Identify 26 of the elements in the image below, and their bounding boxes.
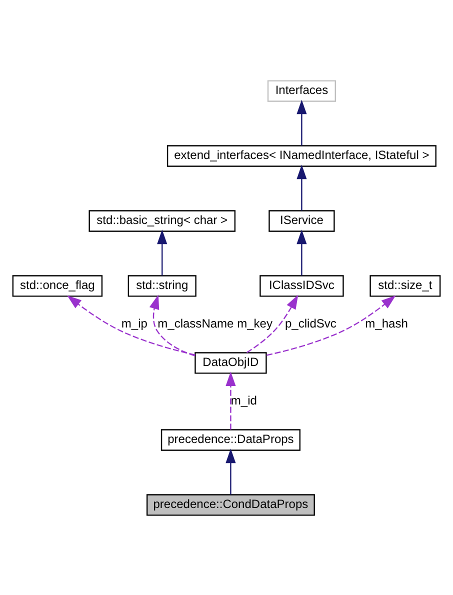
arrow — [67, 294, 196, 356]
node-box: IClassIDSvc — [260, 274, 344, 296]
node-box: precedence::CondDataProps — [146, 494, 315, 516]
arrow — [226, 448, 236, 494]
node-box: std::basic_string< char > — [88, 210, 236, 232]
edge-label: m_className m_key — [158, 316, 272, 330]
arrow — [266, 294, 396, 356]
node-box: std::size_t — [370, 274, 441, 296]
edge-label: m_id — [230, 392, 257, 407]
node-box: IService — [268, 210, 335, 232]
arrow — [157, 229, 168, 276]
arrow — [246, 294, 298, 353]
node-box: extend_interfaces< INamedInterface, IStateful > — [166, 144, 436, 166]
arrow — [296, 99, 307, 146]
node-box: std::string — [128, 274, 196, 296]
arrow — [226, 371, 236, 430]
arrow — [296, 164, 307, 210]
node-box: precedence::DataProps — [160, 428, 300, 450]
node-box: DataObjID — [194, 352, 267, 374]
edge-label: m_ip — [121, 316, 148, 330]
arrow — [296, 229, 307, 276]
edge-label: m_hash — [365, 316, 408, 330]
edge-label: p_clidSvc — [285, 316, 336, 330]
node-box: std::once_flag — [12, 274, 103, 296]
node-box: Interfaces — [267, 80, 336, 102]
arrow — [149, 294, 196, 356]
